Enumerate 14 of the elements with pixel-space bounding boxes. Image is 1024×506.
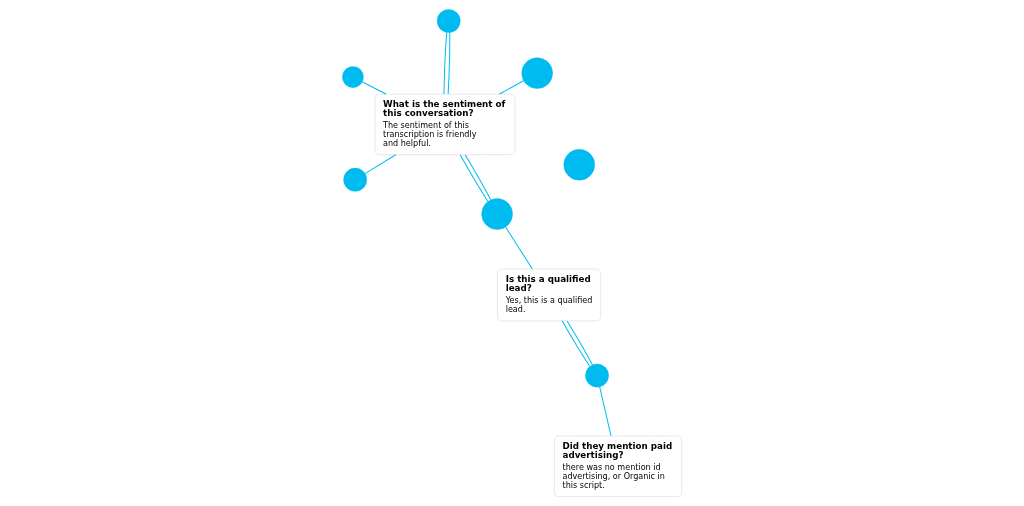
connector	[447, 32, 451, 95]
node-circle	[585, 363, 609, 388]
connector	[499, 80, 525, 95]
connector	[443, 32, 448, 95]
node-circle	[481, 198, 513, 230]
node-circle	[343, 167, 367, 192]
node-circle	[342, 66, 364, 88]
node-circle	[436, 9, 461, 33]
connector	[599, 386, 612, 437]
node-circle	[563, 149, 595, 181]
connector	[361, 81, 387, 95]
connector	[505, 226, 533, 270]
connector	[364, 154, 397, 175]
node-circle	[521, 57, 553, 89]
